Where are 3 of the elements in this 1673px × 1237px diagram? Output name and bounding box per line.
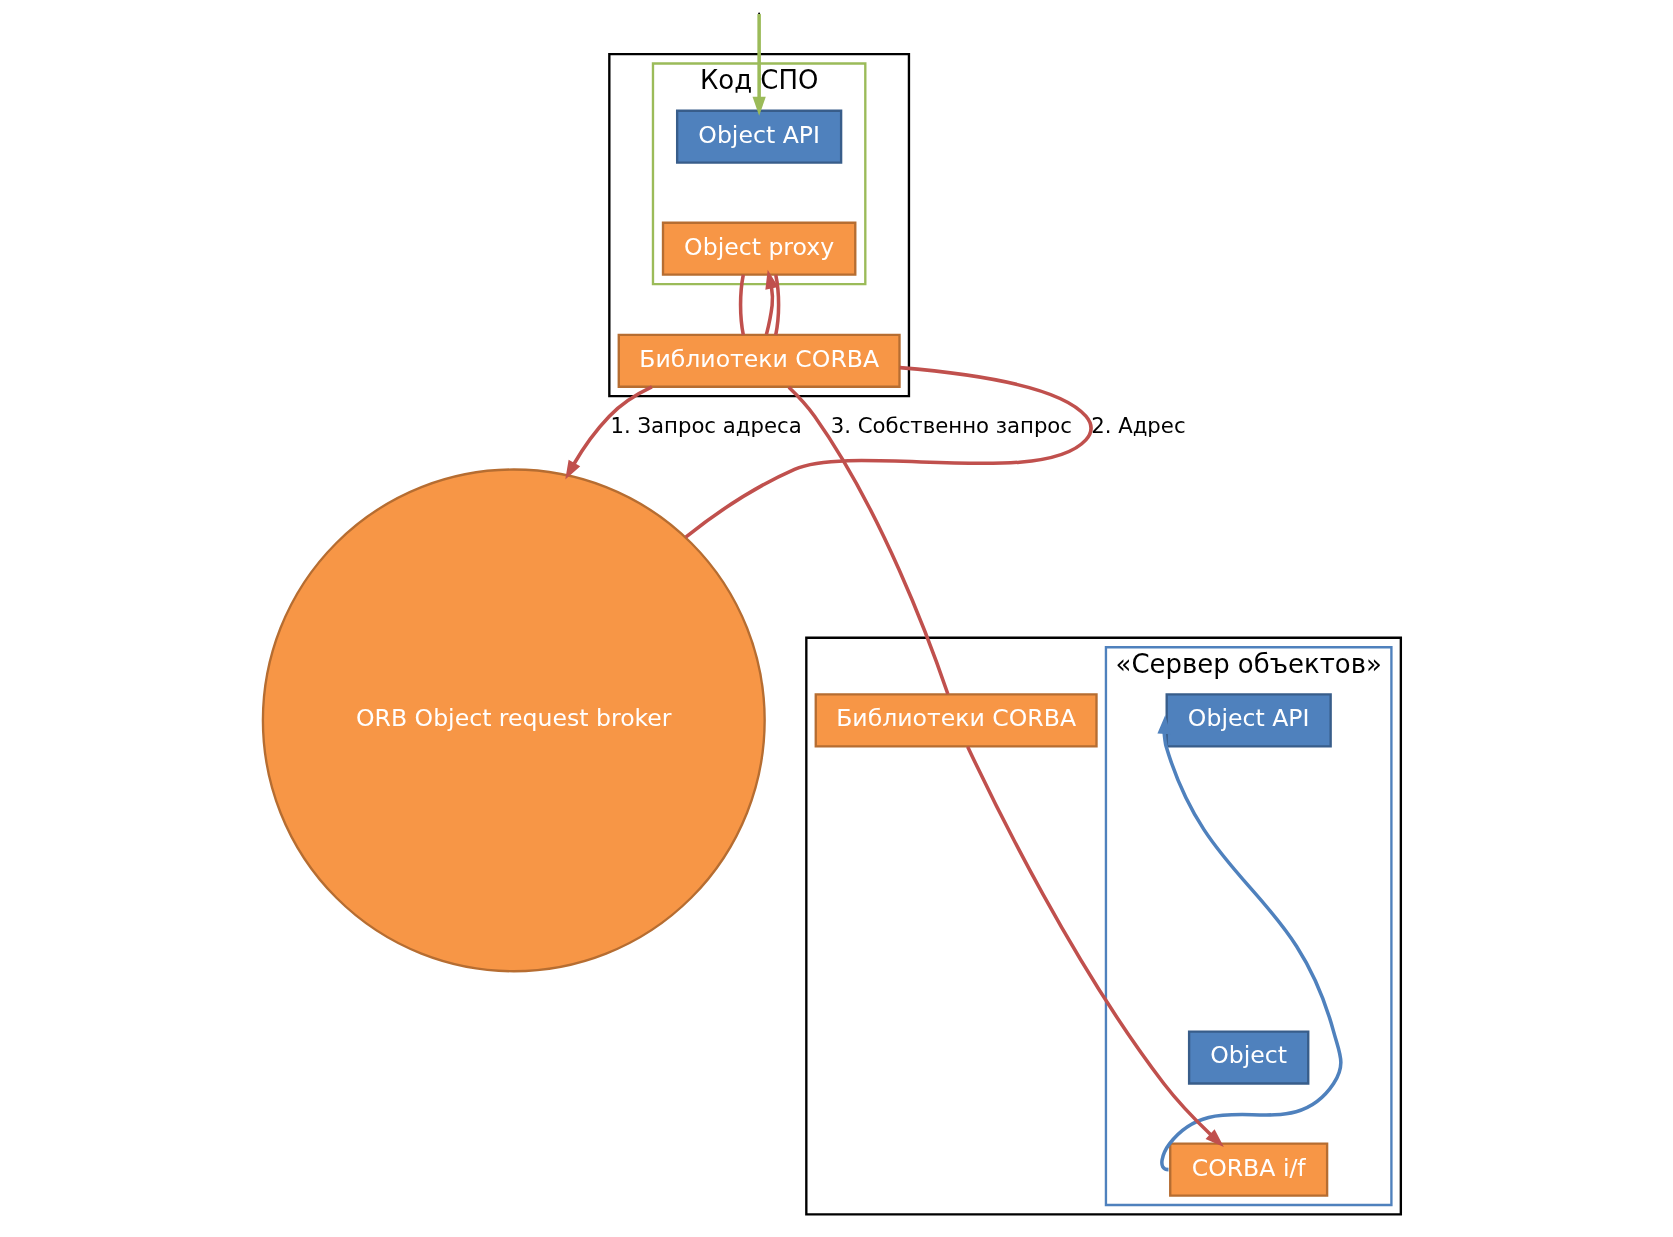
- edge-label: 2. Адрес: [1091, 413, 1186, 439]
- edge-label: 3. Собственно запрос: [830, 413, 1073, 439]
- edge-label: 1. Запрос адреса: [610, 413, 802, 439]
